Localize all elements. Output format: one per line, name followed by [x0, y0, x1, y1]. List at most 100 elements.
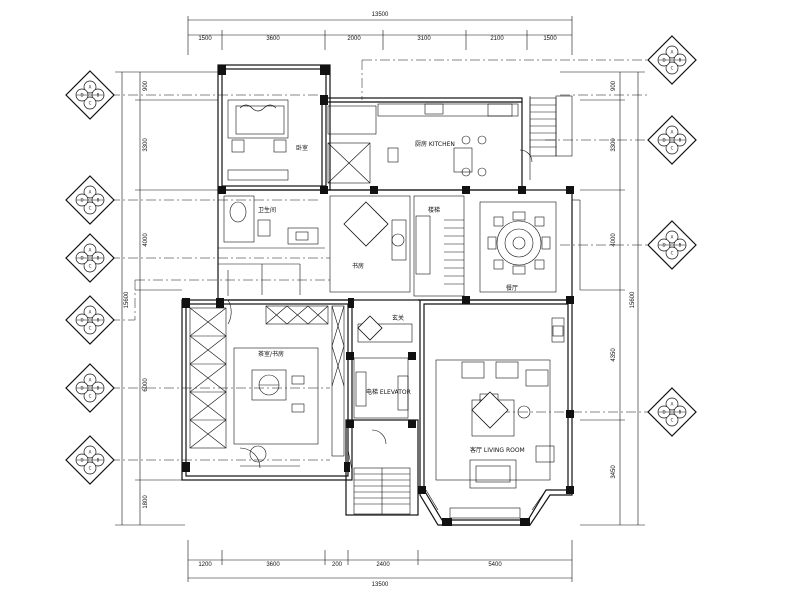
top-total-dimension: 13500	[372, 12, 389, 18]
top-dimension-chain	[187, 16, 573, 55]
exterior-walls	[181, 64, 573, 526]
right-dim-2: 3300	[611, 138, 617, 152]
tag-letter: A	[671, 402, 674, 407]
tag-letter: C	[89, 101, 92, 106]
room-label-living: 客厅 LIVING ROOM	[470, 446, 525, 454]
elevation-leader-lines	[110, 59, 650, 461]
right-total-dimension: 15600	[630, 291, 636, 308]
tag-letter: C	[89, 466, 92, 471]
tag-letter: C	[671, 66, 674, 71]
tag-letter: C	[89, 394, 92, 399]
tag-letter: C	[671, 146, 674, 151]
left-dim-2: 3300	[143, 138, 149, 152]
stair-down	[347, 429, 411, 515]
corridor-lines	[218, 247, 325, 296]
tag-letter: C	[89, 326, 92, 331]
room-label-entry: 玄关	[392, 314, 404, 322]
tag-circle	[83, 185, 97, 199]
bottom-dim-4: 2400	[376, 562, 390, 568]
left-dimension-chain	[115, 71, 218, 526]
room-label-tea-room: 茶室/书房	[258, 350, 284, 358]
structural-columns	[182, 65, 574, 526]
top-dim-2: 3600	[266, 36, 280, 42]
room-label-stair: 楼梯	[428, 206, 440, 214]
bottom-total-dimension: 13500	[372, 582, 389, 588]
tag-circle	[665, 45, 679, 59]
tag-letter: A	[89, 378, 92, 383]
tag-circle	[83, 96, 97, 110]
tag-letter: A	[671, 50, 674, 55]
bottom-dimension-chain	[187, 540, 573, 582]
tag-circle	[83, 389, 97, 403]
left-dim-4: 6000	[143, 378, 149, 392]
top-dim-1: 1500	[198, 36, 212, 42]
tag-circle	[83, 243, 97, 257]
dining-room	[479, 199, 581, 293]
bottom-dim-5: 5400	[488, 562, 502, 568]
tag-letter: C	[89, 206, 92, 211]
tag-circle	[83, 80, 97, 94]
bedroom-furniture	[227, 99, 327, 181]
kitchen-fixtures	[327, 96, 533, 184]
tag-circle	[83, 305, 97, 319]
tag-circle	[665, 413, 679, 427]
right-dim-3: 4000	[611, 233, 617, 247]
bathroom-fixtures	[223, 195, 319, 245]
room-tag-dining-symbol	[357, 315, 383, 341]
entry-and-elevator	[353, 323, 413, 419]
room-tag-study-symbol	[343, 201, 389, 247]
bottom-dim-2: 3600	[266, 562, 280, 568]
right-dim-4: 4350	[611, 348, 617, 362]
room-tag-living-symbol	[471, 391, 509, 429]
tag-letter: A	[89, 190, 92, 195]
tag-circle	[83, 373, 97, 387]
left-dim-5: 1800	[143, 495, 149, 509]
tag-circle	[665, 125, 679, 139]
tag-circle	[83, 445, 97, 459]
tag-letter: A	[89, 310, 92, 315]
tag-circle	[665, 230, 679, 244]
room-label-bedroom: 卧室	[296, 144, 308, 152]
tag-circle	[665, 61, 679, 75]
room-label-study: 书房	[352, 262, 364, 270]
tag-circle	[665, 246, 679, 260]
room-label-bath: 卫生间	[258, 206, 276, 214]
central-stair	[413, 195, 465, 297]
tag-letter: C	[671, 251, 674, 256]
tag-circle	[665, 141, 679, 155]
tag-circle	[83, 321, 97, 335]
tag-letter: C	[89, 264, 92, 269]
tag-letter: A	[89, 248, 92, 253]
tag-letter: A	[89, 450, 92, 455]
tag-letter: C	[671, 418, 674, 423]
left-dim-3: 4000	[143, 233, 149, 247]
tag-circle	[83, 461, 97, 475]
stair-up-right	[529, 95, 573, 157]
study-room	[329, 195, 411, 293]
tag-circle	[83, 259, 97, 273]
left-total-dimension: 15600	[124, 291, 130, 308]
right-dimension-chain	[560, 71, 645, 526]
bottom-dim-3: 200	[332, 562, 343, 568]
room-label-dining: 餐厅	[506, 284, 518, 292]
right-dim-5: 3450	[611, 465, 617, 479]
right-dim-1: 900	[611, 80, 617, 91]
tag-circle	[83, 201, 97, 215]
tag-circle	[665, 397, 679, 411]
top-dim-6: 1500	[543, 36, 557, 42]
tag-letter: A	[671, 130, 674, 135]
tea-room	[189, 299, 345, 469]
top-dim-3: 2000	[347, 36, 361, 42]
room-label-elevator: 电梯 ELEVATOR	[366, 388, 411, 396]
